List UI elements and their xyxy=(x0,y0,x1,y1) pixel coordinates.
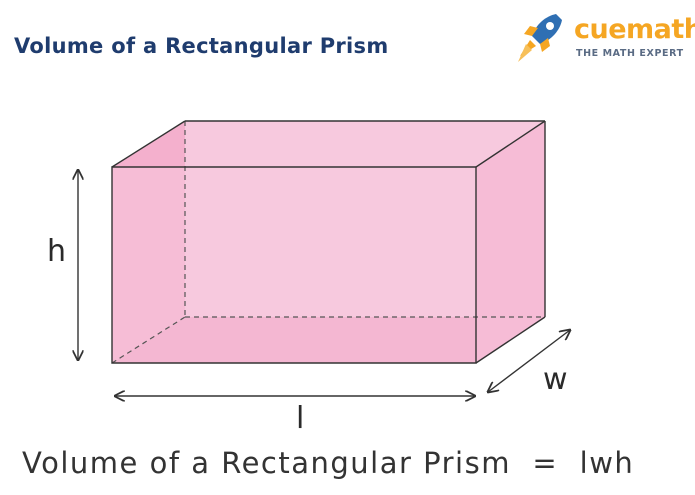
brand-tagline: THE MATH EXPERT xyxy=(576,48,684,59)
right-face xyxy=(476,121,545,363)
front-face xyxy=(112,167,476,363)
rocket-icon xyxy=(518,14,562,62)
page-title: Volume of a Rectangular Prism xyxy=(14,34,389,58)
width-arrow xyxy=(488,330,570,392)
volume-formula: Volume of a Rectangular Prism = lwh xyxy=(22,446,635,480)
height-label: h xyxy=(47,234,67,269)
brand-name: cuemath xyxy=(574,14,695,45)
brand-logo: cuemath THE MATH EXPERT xyxy=(516,8,695,66)
width-label: w xyxy=(543,362,568,397)
length-label: l xyxy=(296,401,305,436)
